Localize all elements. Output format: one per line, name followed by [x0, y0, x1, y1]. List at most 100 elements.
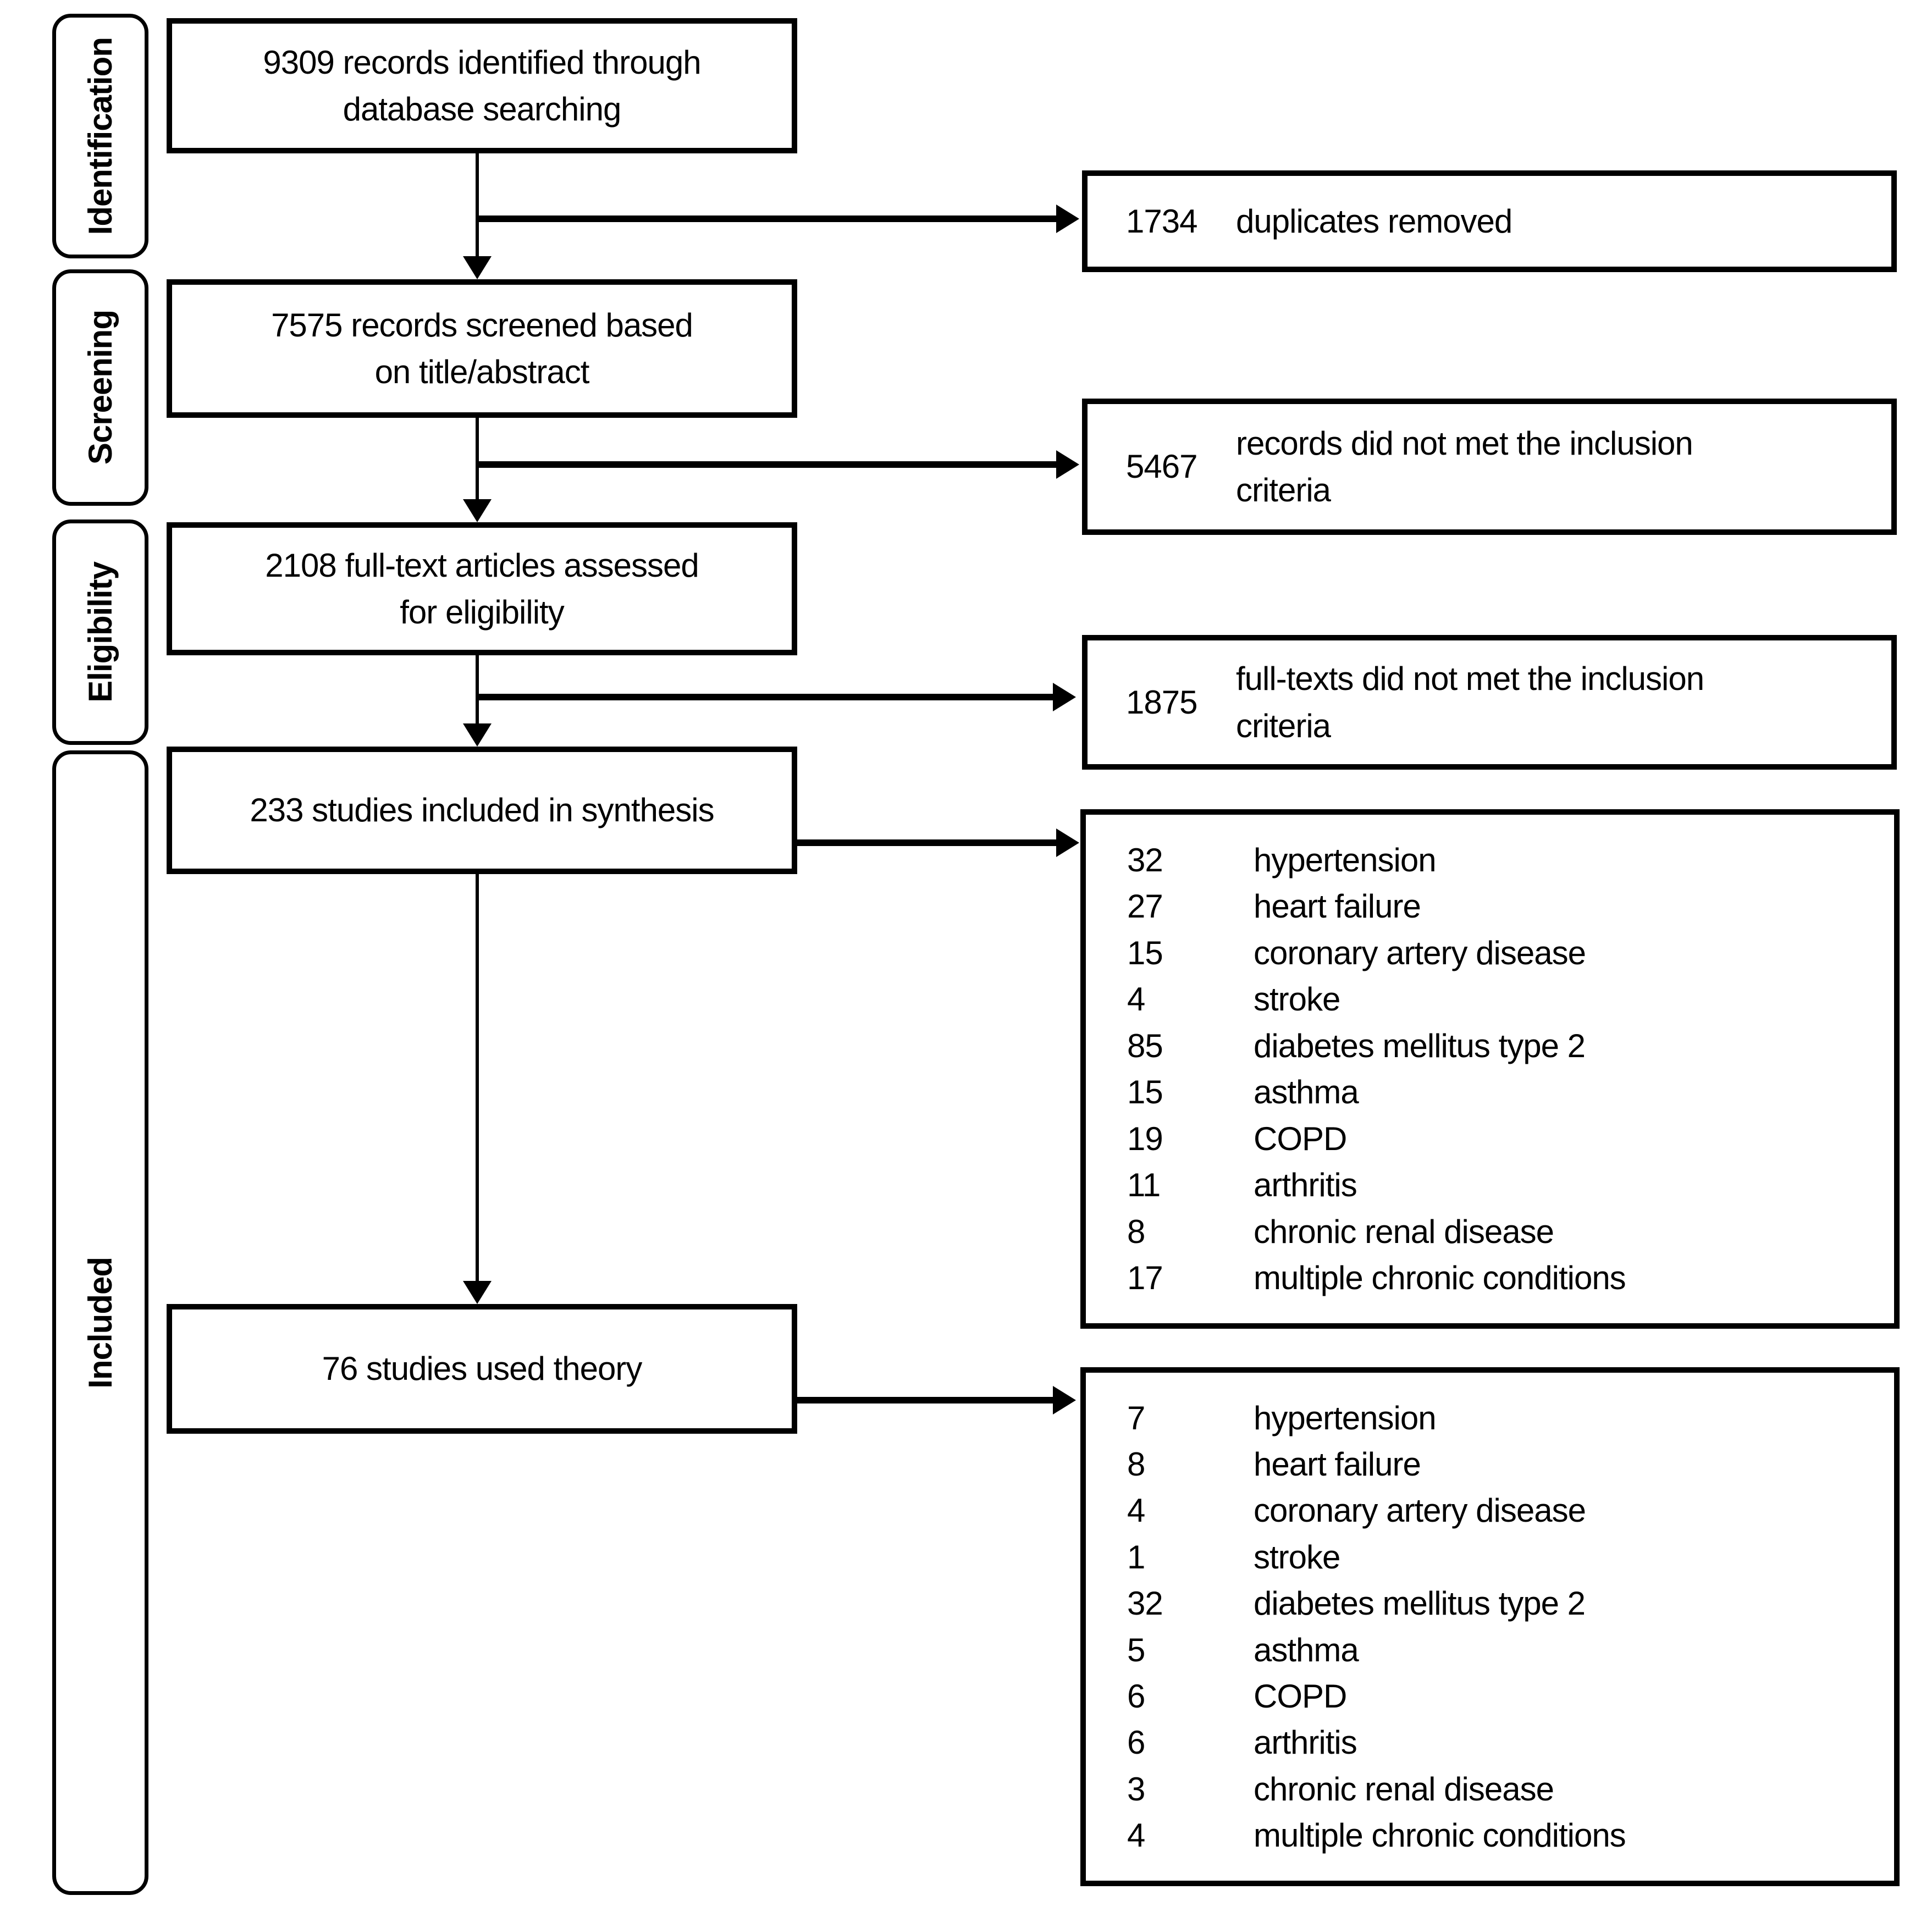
stage-eligibility: Eligibility: [52, 520, 148, 745]
item-count: 5: [1127, 1631, 1145, 1668]
item-count: 4: [1127, 1492, 1145, 1529]
records-excluded-reason: records did not met the inclusion criter…: [1236, 424, 1693, 509]
box-records-excluded: 5467 records did not met the inclusion c…: [1082, 399, 1897, 535]
list-item: 3 chronic renal disease: [1086, 1770, 1894, 1808]
item-label: COPD: [1254, 1120, 1347, 1157]
item-label: arthritis: [1254, 1167, 1357, 1204]
box-studies-synthesis-text: 233 studies included in synthesis: [250, 792, 714, 829]
box-fulltext-assessed-line1: 2108 full-text articles assessed: [265, 546, 699, 584]
fulltexts-excluded-reason: full-texts did not met the inclusion cri…: [1236, 660, 1704, 744]
item-label: asthma: [1254, 1631, 1359, 1668]
box-studies-theory-text: 76 studies used theory: [322, 1350, 643, 1388]
arrow-line: [476, 694, 1054, 700]
arrow-line: [797, 839, 1057, 846]
list-item: 85 diabetes mellitus type 2: [1086, 1027, 1894, 1065]
stage-identification: Identification: [52, 14, 148, 258]
list-item: 5 asthma: [1086, 1631, 1894, 1669]
duplicates-removed-count: 1734: [1126, 202, 1197, 240]
arrow-head-right-icon: [1056, 205, 1079, 233]
item-label: stroke: [1254, 981, 1340, 1018]
arrow-line: [476, 418, 479, 500]
list-item: 6 arthritis: [1086, 1723, 1894, 1761]
box-records-screened-line1: 7575 records screened based: [271, 306, 693, 344]
arrow-head-down-icon: [463, 723, 492, 747]
list-item: 1 stroke: [1086, 1538, 1894, 1576]
item-count: 6: [1127, 1724, 1145, 1761]
item-label: stroke: [1254, 1538, 1340, 1576]
arrow-head-right-icon: [1056, 450, 1079, 479]
list-item: 15 asthma: [1086, 1073, 1894, 1111]
duplicates-removed-reason: duplicates removed: [1236, 202, 1513, 240]
arrow-head-right-icon: [1053, 683, 1076, 711]
item-label: multiple chronic conditions: [1254, 1259, 1626, 1297]
box-fulltext-assessed-line2: for eligibility: [400, 594, 564, 631]
item-count: 8: [1127, 1446, 1145, 1483]
list-item: 8 heart failure: [1086, 1445, 1894, 1483]
list-item: 7 hypertension: [1086, 1399, 1894, 1437]
arrow-line: [476, 655, 479, 725]
list-item: 4 stroke: [1086, 980, 1894, 1018]
arrow-head-down-icon: [463, 256, 492, 279]
item-count: 6: [1127, 1678, 1145, 1715]
item-count: 15: [1127, 934, 1163, 971]
box-records-identified-line2: database searching: [343, 91, 622, 128]
box-fulltexts-excluded: 1875 full-texts did not met the inclusio…: [1082, 635, 1897, 770]
item-label: chronic renal disease: [1254, 1213, 1554, 1250]
item-label: coronary artery disease: [1254, 934, 1586, 971]
box-records-screened: 7575 records screened based on title/abs…: [167, 279, 797, 418]
list-item: 4 multiple chronic conditions: [1086, 1816, 1894, 1854]
box-records-screened-line2: on title/abstract: [374, 353, 590, 390]
arrow-line: [476, 153, 479, 257]
list-item: 8 chronic renal disease: [1086, 1213, 1894, 1251]
box-records-identified: 9309 records identified through database…: [167, 18, 797, 153]
item-count: 27: [1127, 888, 1163, 925]
list-item: 17 multiple chronic conditions: [1086, 1259, 1894, 1297]
item-count: 11: [1127, 1167, 1161, 1204]
item-label: hypertension: [1254, 841, 1437, 878]
list-item: 32 hypertension: [1086, 841, 1894, 879]
box-fulltext-assessed: 2108 full-text articles assessed for eli…: [167, 522, 797, 655]
item-count: 32: [1127, 841, 1163, 878]
item-label: diabetes mellitus type 2: [1254, 1585, 1586, 1622]
item-count: 7: [1127, 1399, 1145, 1436]
item-count: 8: [1127, 1213, 1145, 1250]
item-count: 1: [1127, 1538, 1145, 1576]
item-count: 4: [1127, 1817, 1145, 1854]
item-count: 19: [1127, 1120, 1163, 1157]
stage-screening: Screening: [52, 269, 148, 506]
item-count: 85: [1127, 1027, 1163, 1064]
stage-included-label: Included: [82, 1257, 119, 1389]
list-item: 11 arthritis: [1086, 1166, 1894, 1204]
arrow-line: [476, 215, 1057, 222]
stage-screening-label: Screening: [82, 310, 119, 465]
item-label: chronic renal disease: [1254, 1770, 1554, 1808]
item-label: heart failure: [1254, 1446, 1421, 1483]
item-label: asthma: [1254, 1074, 1359, 1111]
stage-included: Included: [52, 750, 148, 1895]
box-records-identified-line1: 9309 records identified through: [263, 43, 701, 81]
fulltexts-excluded-count: 1875: [1126, 683, 1197, 721]
arrow-line: [476, 874, 479, 1282]
arrow-line: [797, 1397, 1054, 1403]
item-count: 17: [1127, 1259, 1163, 1297]
arrow-head-down-icon: [463, 1281, 492, 1304]
item-count: 3: [1127, 1770, 1145, 1808]
stage-eligibility-label: Eligibility: [82, 562, 119, 703]
item-label: multiple chronic conditions: [1254, 1817, 1626, 1854]
box-theory-breakdown: 7 hypertension 8 heart failure 4 coronary a…: [1080, 1367, 1900, 1886]
item-label: coronary artery disease: [1254, 1492, 1586, 1529]
arrow-head-right-icon: [1056, 828, 1079, 857]
arrow-head-down-icon: [463, 499, 492, 522]
item-count: 4: [1127, 981, 1145, 1018]
item-count: 32: [1127, 1585, 1163, 1622]
item-label: arthritis: [1254, 1724, 1357, 1761]
item-label: hypertension: [1254, 1399, 1437, 1436]
item-count: 15: [1127, 1074, 1163, 1111]
item-label: diabetes mellitus type 2: [1254, 1027, 1586, 1064]
stage-identification-label: Identification: [82, 37, 119, 235]
item-label: COPD: [1254, 1678, 1347, 1715]
arrow-line: [476, 461, 1057, 468]
list-item: 6 COPD: [1086, 1677, 1894, 1715]
